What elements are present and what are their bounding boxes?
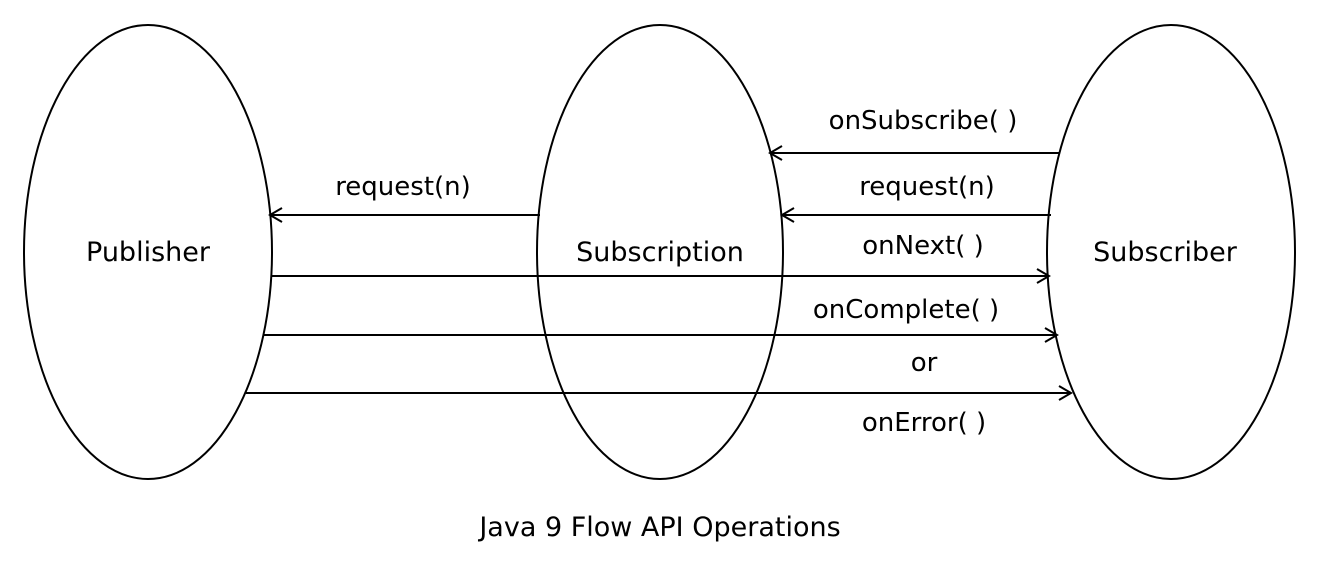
edge-on-complete: onComplete( ): [264, 295, 1059, 343]
publisher-label: Publisher: [86, 237, 211, 268]
arrowhead-left-icon: [780, 207, 795, 223]
edge-on-subscribe: onSubscribe( ): [768, 106, 1060, 161]
edge-on-subscribe-label: onSubscribe( ): [829, 106, 1018, 136]
publisher-node: Publisher: [23, 24, 273, 480]
edge-on-error-label: onError( ): [862, 408, 986, 438]
edge-on-complete-label: onComplete( ): [813, 295, 999, 325]
diagram-caption: Java 9 Flow API Operations: [477, 512, 840, 543]
edge-request-to-subscription-label: request(n): [859, 172, 995, 202]
edge-on-next-label: onNext( ): [862, 231, 984, 261]
edge-on-error: or onError( ): [246, 348, 1073, 438]
arrowhead-right-icon: [1058, 385, 1073, 401]
publisher-ellipse: [23, 24, 273, 480]
arrowhead-right-icon: [1044, 327, 1059, 343]
subscriber-node: Subscriber: [1046, 24, 1296, 480]
arrowhead-left-icon: [768, 145, 783, 161]
arrowhead-right-icon: [1036, 268, 1051, 284]
subscription-ellipse: [536, 24, 784, 480]
subscriber-label: Subscriber: [1093, 237, 1238, 268]
arrowhead-left-icon: [268, 207, 283, 223]
edge-on-next: onNext( ): [272, 231, 1051, 284]
subscriber-ellipse: [1046, 24, 1296, 480]
edge-request-to-subscription: request(n): [780, 172, 1051, 223]
subscription-node: Subscription: [536, 24, 784, 480]
edge-or-label: or: [911, 348, 938, 378]
edge-request-to-publisher: request(n): [268, 172, 540, 223]
subscription-label: Subscription: [576, 237, 744, 268]
edge-request-to-publisher-label: request(n): [335, 172, 471, 202]
